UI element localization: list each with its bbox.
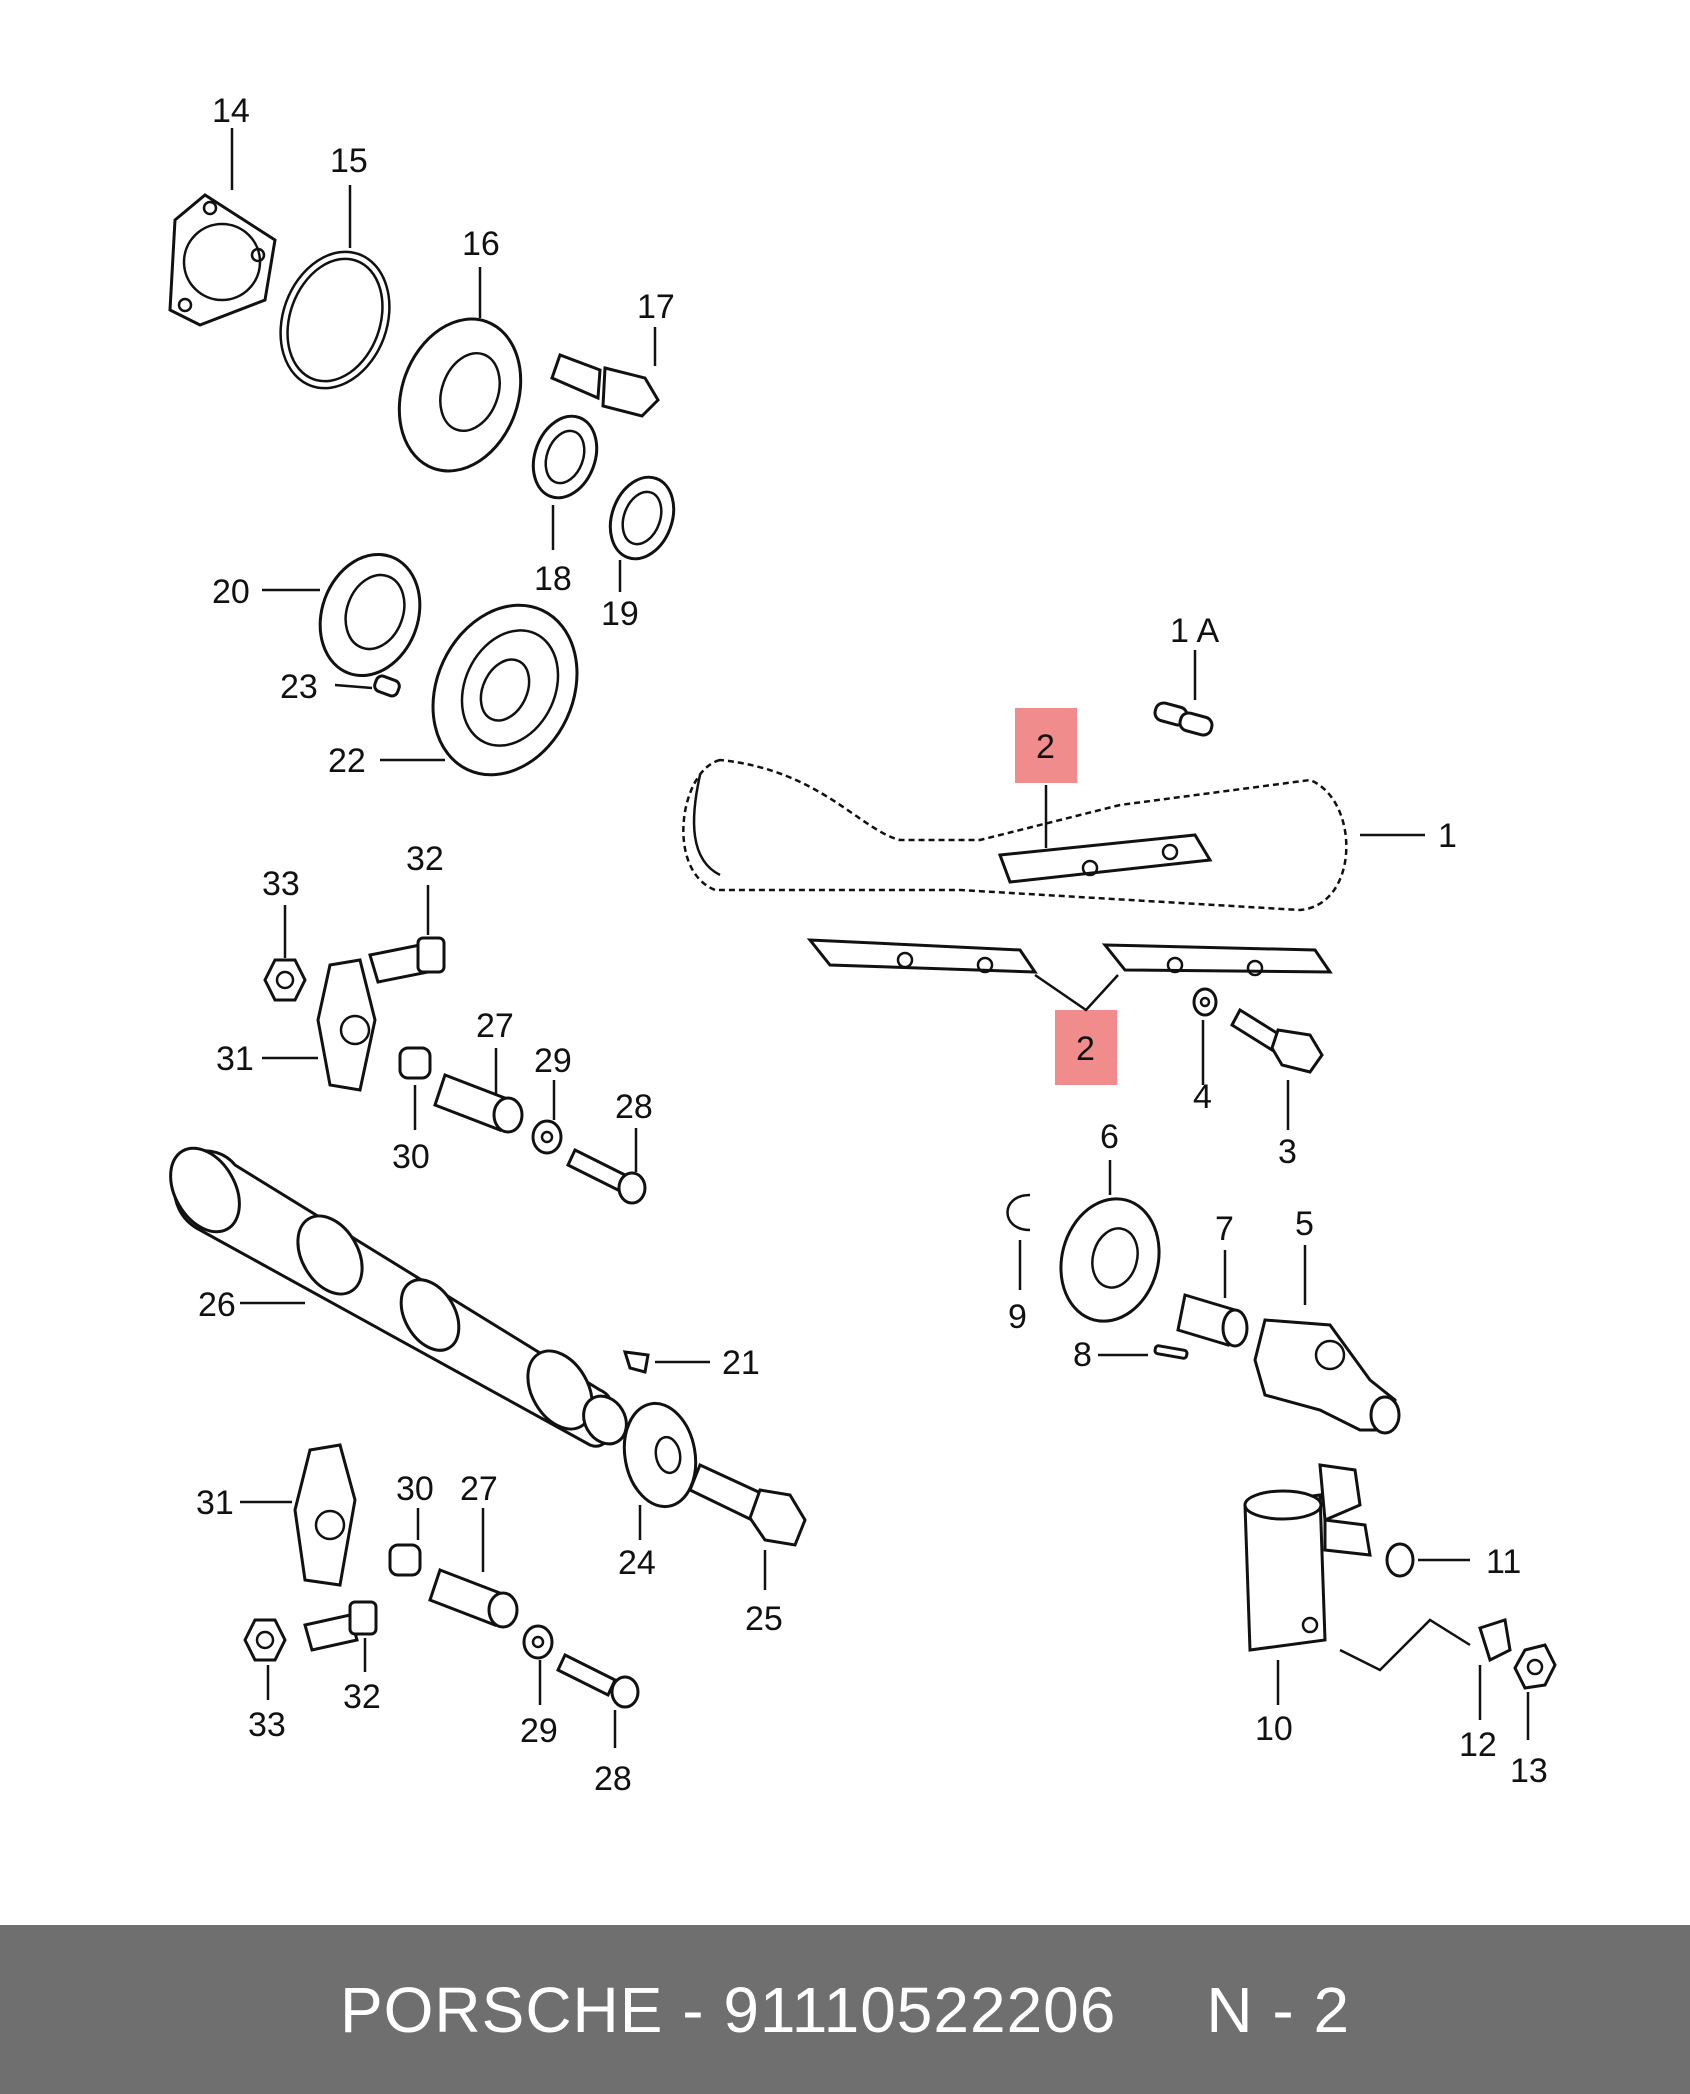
part-29-washer-lower bbox=[522, 1624, 554, 1660]
part-9-circlip bbox=[1006, 1193, 1031, 1232]
part-2-chain-guide-left bbox=[806, 938, 1038, 974]
part-2-chain-guide-upper bbox=[997, 833, 1213, 884]
callout-22: 22 bbox=[328, 742, 366, 780]
callout-31: 31 bbox=[216, 1040, 254, 1078]
part-10-tensioner-body bbox=[1243, 1463, 1372, 1652]
footer-reference: N - 2 bbox=[1206, 1973, 1351, 2046]
part-31-rocker-arm-lower bbox=[293, 1443, 357, 1587]
part-28-bolt-lower bbox=[556, 1652, 640, 1709]
callout-29-lower: 29 bbox=[520, 1712, 558, 1750]
callout-13: 13 bbox=[1510, 1752, 1548, 1790]
footer-brand-part-number: PORSCHE - 91110522206 bbox=[339, 1973, 1117, 2046]
part-16-housing bbox=[397, 317, 523, 473]
part-21-key bbox=[622, 1350, 650, 1374]
callout-33: 33 bbox=[262, 865, 300, 903]
part-30-bushing bbox=[398, 1046, 432, 1080]
callout-29: 29 bbox=[534, 1042, 572, 1080]
callout-11: 11 bbox=[1486, 1543, 1521, 1581]
callout-16: 16 bbox=[462, 225, 500, 263]
highlight-box-lower bbox=[1055, 1010, 1117, 1085]
part-15-o-ring bbox=[279, 250, 391, 390]
callout-17: 17 bbox=[637, 288, 675, 326]
callout-31-lower: 31 bbox=[196, 1484, 234, 1522]
part-32-adjuster bbox=[368, 936, 446, 984]
callout-1: 1 bbox=[1438, 817, 1457, 855]
callout-19: 19 bbox=[601, 595, 639, 633]
part-12-bracket bbox=[1478, 1618, 1512, 1663]
highlight-box-upper bbox=[1015, 708, 1077, 783]
part-1a-chain-link bbox=[1153, 701, 1214, 737]
part-1-timing-chain bbox=[682, 758, 1348, 912]
callout-3: 3 bbox=[1278, 1133, 1297, 1171]
callout-32: 32 bbox=[406, 840, 444, 878]
callout-30-lower: 30 bbox=[396, 1470, 434, 1508]
callout-7: 7 bbox=[1215, 1210, 1234, 1248]
callout-6: 6 bbox=[1100, 1118, 1119, 1156]
part-27-shaft bbox=[433, 1073, 524, 1134]
callout-5: 5 bbox=[1295, 1205, 1314, 1243]
leader-lines bbox=[230, 128, 1530, 1748]
footer-bar: PORSCHE - 91110522206 N - 2 bbox=[0, 1925, 1690, 2094]
callout-26: 26 bbox=[198, 1286, 236, 1324]
callout-8: 8 bbox=[1073, 1336, 1092, 1374]
part-14-flange bbox=[168, 193, 277, 327]
part-26-camshaft bbox=[169, 1146, 628, 1448]
part-6-idler-sprocket bbox=[1059, 1197, 1161, 1323]
callout-25: 25 bbox=[745, 1600, 783, 1638]
part-8-pin bbox=[1153, 1344, 1189, 1360]
callout-2-lower: 2 bbox=[1076, 1030, 1095, 1068]
part-23-pin bbox=[373, 674, 401, 698]
callout-15: 15 bbox=[330, 142, 368, 180]
part-24-washer bbox=[622, 1401, 698, 1509]
callout-27-lower: 27 bbox=[460, 1470, 498, 1508]
callout-21: 21 bbox=[722, 1344, 760, 1382]
part-22-sprocket bbox=[431, 603, 579, 777]
part-33-nut bbox=[263, 958, 307, 1002]
part-7-pin bbox=[1176, 1293, 1249, 1348]
part-28-bolt bbox=[566, 1147, 647, 1205]
callout-9: 9 bbox=[1008, 1298, 1027, 1336]
callout-2-upper: 2 bbox=[1036, 728, 1055, 766]
part-25-bolt bbox=[688, 1462, 807, 1547]
callout-28-lower: 28 bbox=[594, 1760, 632, 1798]
parts-diagram: 14 15 16 17 18 19 20 23 22 1 A 2 2 1 4 3… bbox=[168, 92, 1557, 1798]
part-13-nut bbox=[1513, 1643, 1557, 1690]
callout-14: 14 bbox=[212, 92, 250, 130]
part-30-bushing-lower bbox=[388, 1543, 422, 1577]
part-17-bolt bbox=[550, 353, 660, 418]
part-32-adjuster-lower bbox=[303, 1600, 378, 1652]
callout-4: 4 bbox=[1193, 1078, 1212, 1116]
part-33-nut-lower bbox=[243, 1618, 287, 1662]
part-18-seal bbox=[531, 414, 599, 500]
part-11-ring bbox=[1385, 1542, 1415, 1578]
callout-1a: 1 A bbox=[1170, 612, 1219, 650]
part-20-sprocket bbox=[318, 552, 422, 678]
callout-20: 20 bbox=[212, 573, 250, 611]
callout-23: 23 bbox=[280, 668, 318, 706]
part-27-shaft-lower bbox=[428, 1568, 519, 1629]
callout-10: 10 bbox=[1255, 1710, 1293, 1748]
part-19-seal bbox=[608, 475, 676, 561]
part-3-bolt bbox=[1230, 1007, 1324, 1074]
part-4-washer bbox=[1192, 987, 1218, 1017]
callout-30: 30 bbox=[392, 1138, 430, 1176]
callout-33-lower: 33 bbox=[248, 1706, 286, 1744]
callout-labels: 14 15 16 17 18 19 20 23 22 1 A 2 2 1 4 3… bbox=[196, 92, 1548, 1798]
part-29-washer bbox=[531, 1119, 563, 1155]
callout-27: 27 bbox=[476, 1007, 514, 1045]
part-31-rocker-arm bbox=[316, 958, 377, 1092]
part-2-chain-guide-right bbox=[1101, 943, 1333, 977]
callout-18: 18 bbox=[534, 560, 572, 598]
callout-28: 28 bbox=[615, 1088, 653, 1126]
callout-24: 24 bbox=[618, 1544, 656, 1582]
callout-32-lower: 32 bbox=[343, 1678, 381, 1716]
callout-12: 12 bbox=[1459, 1726, 1497, 1764]
part-5-tensioner-arm bbox=[1253, 1318, 1401, 1435]
